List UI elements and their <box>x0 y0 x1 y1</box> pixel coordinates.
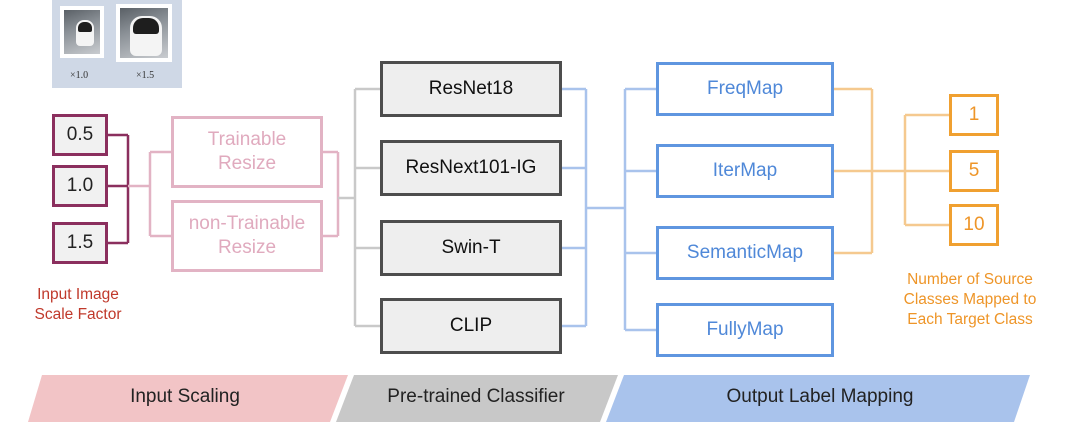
count-connectors <box>834 87 949 255</box>
mapping-itermap: IterMap <box>656 144 834 198</box>
scale-box-1.5: 1.5 <box>52 222 108 264</box>
trainable-resize-line2: Resize <box>217 153 277 174</box>
thumb-caption-2: ×1.5 <box>136 70 155 81</box>
source-class-caption-line1: Number of Source <box>907 271 1033 288</box>
input-scale-caption-line2: Scale Factor <box>34 306 122 323</box>
mapping-semanticmap: SemanticMap <box>656 226 834 280</box>
classifier-resnext101-ig: ResNext101-IG <box>380 140 562 196</box>
trainable-resize-line1: Trainable <box>207 129 287 150</box>
band-output-label-mapping <box>606 375 1030 422</box>
trainable-resize-box: Trainable Resize <box>171 116 323 188</box>
classifier-resnet18: ResNet18 <box>380 61 562 117</box>
classifier-connectors <box>338 87 380 328</box>
scale-box-0.5: 0.5 <box>52 114 108 156</box>
stage-label-output-label-mapping: Output Label Mapping <box>726 386 914 407</box>
mapping-freqmap: FreqMap <box>656 62 834 116</box>
mapping-fullymap: FullyMap <box>656 303 834 357</box>
source-class-caption-line3: Each Target Class <box>907 311 1033 328</box>
classifier-swin-t: Swin-T <box>380 220 562 276</box>
input-scale-caption-line1: Input Image <box>37 286 119 303</box>
source-class-caption: Number of Source Classes Mapped to Each … <box>880 270 1060 330</box>
input-scale-caption: Input Image Scale Factor <box>22 285 134 325</box>
source-class-caption-line2: Classes Mapped to <box>903 291 1037 308</box>
example-image-panel: ×1.0 ×1.5 <box>52 0 182 88</box>
count-box-5: 5 <box>949 150 999 192</box>
mapping-connectors <box>562 87 656 332</box>
stage-label-input-scaling: Input Scaling <box>130 386 240 407</box>
band-pretrained-classifier <box>336 375 618 422</box>
example-image-small <box>60 6 104 58</box>
band-input-scaling <box>28 375 348 422</box>
scale-box-1.0: 1.0 <box>52 165 108 207</box>
example-image-large <box>116 4 172 62</box>
count-box-10: 10 <box>949 204 999 246</box>
non-trainable-resize-line2: Resize <box>217 237 277 258</box>
count-box-1: 1 <box>949 94 999 136</box>
non-trainable-resize-box: non-Trainable Resize <box>171 200 323 272</box>
scale-connectors <box>108 133 130 245</box>
stage-label-pretrained-classifier: Pre-trained Classifier <box>387 386 565 407</box>
resize-connectors <box>128 150 340 238</box>
classifier-clip: CLIP <box>380 298 562 354</box>
non-trainable-resize-line1: non-Trainable <box>188 213 306 234</box>
thumb-caption-1: ×1.0 <box>70 70 89 81</box>
